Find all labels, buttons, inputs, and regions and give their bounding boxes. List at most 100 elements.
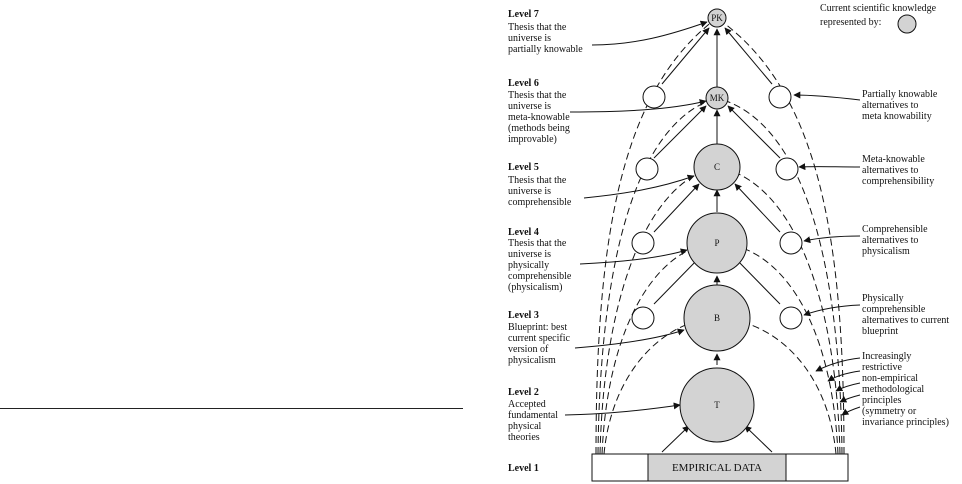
alt-circle-right-4 xyxy=(779,306,803,330)
left-callouts xyxy=(564,20,708,416)
knowledge-nodes: PK MK C P B T xyxy=(679,8,755,443)
node-p xyxy=(686,212,748,274)
legend-line-1: Current scientific knowledge xyxy=(820,3,937,14)
level-5-line-3: comprehensible xyxy=(508,197,572,208)
right-note-4-line-1: Physically xyxy=(862,293,904,304)
level-4-title: Level 4 xyxy=(508,227,539,238)
level-2-callout xyxy=(564,402,681,416)
alt-circle-left-1 xyxy=(642,85,666,109)
right-note-5-line-3: non-empirical xyxy=(862,373,918,384)
solid-arrows xyxy=(653,27,781,453)
right-note-4-line-4: blueprint xyxy=(862,326,898,337)
arrow-alt-left-pk xyxy=(661,27,710,85)
node-b xyxy=(683,284,751,352)
right-note-3-line-1: Comprehensible xyxy=(862,224,928,235)
node-mk-label: MK xyxy=(710,93,725,103)
level-3-line-4: physicalism xyxy=(508,355,556,366)
arrow-alt-right-mk xyxy=(727,105,781,159)
node-p-label: P xyxy=(714,238,719,248)
right-note-3-line-3: physicalism xyxy=(862,246,910,257)
level-4-line-4: comprehensible xyxy=(508,271,572,282)
level-3-callout xyxy=(574,328,685,349)
level-1-title: Level 1 xyxy=(508,463,539,474)
empirical-data-label: EMPIRICAL DATA xyxy=(672,462,762,474)
alt-circle-right-1 xyxy=(768,85,792,109)
dashed-c-right xyxy=(716,166,841,455)
arrow-alt-left-mk xyxy=(653,105,707,159)
node-b-label: B xyxy=(714,313,720,323)
level-7-title: Level 7 xyxy=(508,9,539,20)
level-6-line-1: Thesis that the xyxy=(508,90,567,101)
level-6-line-4: (methods being xyxy=(508,123,570,134)
level-5-callout xyxy=(583,174,695,199)
alt-circle-right-3 xyxy=(779,231,803,255)
node-t-label: T xyxy=(714,400,720,410)
right-note-5-line-2: restrictive xyxy=(862,362,903,373)
node-pk-label: PK xyxy=(711,13,723,23)
right-note-5-line-5: principles xyxy=(862,395,902,406)
alt-circle-left-2 xyxy=(635,157,659,181)
level-3-line-3: version of xyxy=(508,344,549,355)
node-c xyxy=(693,143,741,191)
right-note-5-line-7: invariance principles) xyxy=(862,417,949,428)
right-note-1-line-3: meta knowability xyxy=(862,111,932,122)
level-5-title: Level 5 xyxy=(508,162,539,173)
arrow-alt-left-p xyxy=(653,257,700,305)
dashed-mk-left xyxy=(597,97,718,455)
level-2-line-3: physical xyxy=(508,421,542,432)
level-2-line-4: theories xyxy=(508,432,540,443)
right-note-1-line-1: Partially knowable xyxy=(862,89,938,100)
right-note-5-line-1: Increasingly xyxy=(862,351,911,362)
right-callout-3 xyxy=(803,235,861,244)
level-4-line-3: physically xyxy=(508,260,549,271)
level-5-line-2: universe is xyxy=(508,186,551,197)
level-7-line-1: Thesis that the xyxy=(508,22,567,33)
level-3-line-2: current specific xyxy=(508,333,570,344)
right-note-2-line-2: alternatives to xyxy=(862,165,918,176)
dashed-p-right xyxy=(716,242,839,455)
dashed-outer-right xyxy=(716,17,845,455)
arrow-data-to-t-right xyxy=(744,425,773,453)
arrow-data-to-t-left xyxy=(661,425,690,453)
alt-circle-left-4 xyxy=(631,306,655,330)
right-note-2-line-3: comprehensibility xyxy=(862,176,934,187)
separator-line xyxy=(0,408,463,409)
level-4-line-2: universe is xyxy=(508,249,551,260)
dashed-outer-left xyxy=(595,17,718,455)
right-note-3-line-2: alternatives to xyxy=(862,235,918,246)
right-callout-5e xyxy=(841,406,861,416)
level-2-title: Level 2 xyxy=(508,387,539,398)
dashed-p-left xyxy=(601,242,718,455)
level-7-line-2: universe is xyxy=(508,33,551,44)
arrow-alt-right-p xyxy=(734,257,781,305)
level-6-line-5: improvable) xyxy=(508,134,557,145)
level-4-line-1: Thesis that the xyxy=(508,238,567,249)
right-callouts xyxy=(793,91,861,416)
alt-circle-left-3 xyxy=(631,231,655,255)
right-note-4-line-2: comprehensible xyxy=(862,304,926,315)
alt-circle-right-2 xyxy=(775,157,799,181)
right-note-1-line-2: alternatives to xyxy=(862,100,918,111)
right-callout-5a xyxy=(815,357,861,372)
level-6-title: Level 6 xyxy=(508,78,539,89)
level-5-line-1: Thesis that the xyxy=(508,175,567,186)
legend-knowledge-circle xyxy=(897,14,917,34)
right-callout-5d xyxy=(839,394,861,403)
empirical-data-box xyxy=(647,453,787,482)
right-note-5-line-4: methodological xyxy=(862,384,924,395)
empirical-data-bar: EMPIRICAL DATA xyxy=(591,453,849,482)
right-note-5-line-6: (symmetry or xyxy=(862,406,917,417)
level-7-line-3: partially knowable xyxy=(508,44,583,55)
level-2-line-2: fundamental xyxy=(508,410,558,421)
right-note-4-line-3: alternatives to current xyxy=(862,315,949,326)
right-callout-1 xyxy=(793,91,861,101)
legend: Current scientific knowledge represented… xyxy=(820,3,937,34)
level-6-callout xyxy=(569,99,707,113)
right-callout-5b xyxy=(827,370,861,382)
right-notes: Partially knowable alternatives to meta … xyxy=(862,89,949,428)
level-6-line-3: meta-knowable xyxy=(508,112,570,123)
level-6-line-2: universe is xyxy=(508,101,551,112)
level-4-line-5: (physicalism) xyxy=(508,282,562,293)
